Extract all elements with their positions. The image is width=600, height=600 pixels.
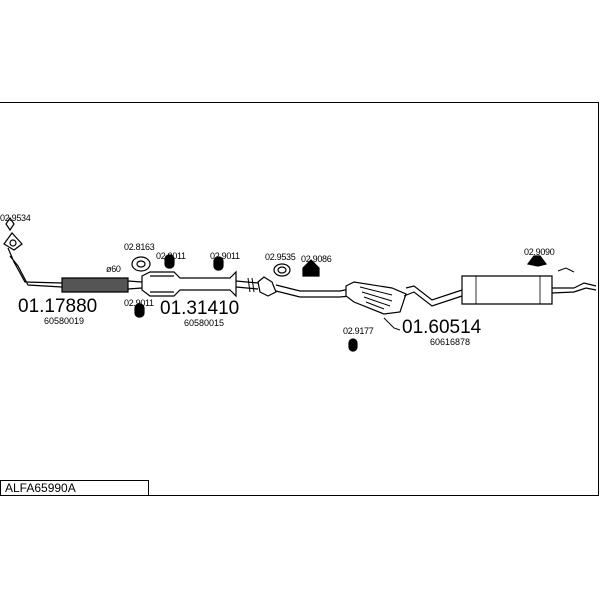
diameter-label: ø60 — [106, 264, 121, 274]
section-code-3: 01.60514 — [402, 317, 482, 338]
part-label-7: 02.9086 — [301, 254, 332, 264]
rubber-mount-icon-4 — [348, 338, 358, 352]
part-label-9: 02.9090 — [524, 247, 555, 257]
section-code-2: 01.31410 — [160, 298, 239, 319]
rear-pipe — [257, 267, 597, 331]
part-label-8: 02.9177 — [343, 326, 374, 336]
rubber-mount-icon-2 — [213, 256, 224, 271]
section-ref-3: 60616878 — [430, 337, 470, 347]
section-code-1: 01.17880 — [18, 296, 97, 317]
part-label-1: 02.9534 — [0, 213, 31, 223]
diagram-frame — [0, 102, 599, 496]
part-label-4: 02.9011 — [210, 251, 240, 261]
rubber-mount-icon-3 — [134, 303, 145, 318]
clamp-icon — [131, 256, 151, 272]
part-label-5: 02.9011 — [124, 298, 154, 308]
part-label-6: 02.9535 — [265, 252, 296, 262]
part-label-3: 02.9011 — [156, 251, 186, 261]
rubber-mount-icon — [164, 254, 175, 269]
rear-hanger-icon — [526, 255, 548, 267]
diagram-title: ALFA65990A — [0, 480, 149, 496]
middle-pipe — [141, 270, 259, 298]
flange-gasket-icon — [5, 216, 15, 232]
section-ref-2: 60580015 — [184, 318, 224, 328]
gasket-ring-icon — [273, 263, 291, 277]
section-ref-1: 60580019 — [44, 316, 84, 326]
small-parts — [5, 216, 548, 352]
hanger-icon — [302, 259, 320, 277]
front-pipe — [3, 232, 143, 293]
part-label-2: 02.8163 — [124, 242, 155, 252]
